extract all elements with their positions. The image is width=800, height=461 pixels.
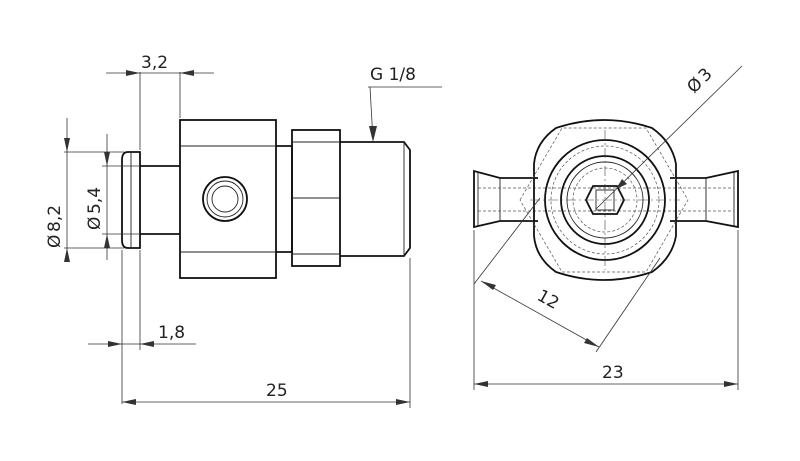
svg-text:8,2: 8,2 — [45, 205, 65, 232]
arrow-5-4-bottom — [104, 234, 110, 248]
dim-23-label: 23 — [602, 363, 624, 383]
arrow-3-2-right — [180, 70, 194, 76]
hidden-hex — [519, 127, 689, 273]
side-port-outer — [202, 176, 248, 222]
svg-text:Ø: Ø — [85, 217, 105, 230]
arrow-1-8-right — [140, 341, 154, 347]
arrow-25-left — [122, 399, 136, 405]
ext-line-12-bottom — [595, 257, 661, 353]
arrow-23-right — [724, 381, 738, 387]
right-hose-barb — [670, 169, 739, 229]
dim-12-label: 12 — [534, 286, 563, 314]
svg-text:5,4: 5,4 — [85, 187, 105, 214]
side-port-ring — [206, 180, 244, 218]
dim-3-2-label: 3,2 — [141, 53, 168, 73]
g18-arrow — [369, 126, 377, 142]
left-flange — [121, 151, 141, 249]
arrow-3-2-left — [126, 70, 140, 76]
dim-8-2-label: Ø 8,2 — [45, 205, 65, 248]
hex-step — [276, 145, 293, 253]
arrow-12-start — [481, 281, 496, 290]
arrow-1-8-left — [108, 341, 122, 347]
arrow-8-2-bottom — [64, 248, 70, 262]
dim-1-8-label: 1,8 — [158, 323, 185, 343]
svg-text:12: 12 — [534, 286, 563, 314]
arrow-25-right — [396, 399, 410, 405]
front-body — [533, 119, 677, 281]
arrow-8-2-top — [64, 138, 70, 152]
dim-25-label: 25 — [266, 381, 288, 401]
ext-line-12-top — [473, 197, 541, 285]
arrow-23-left — [474, 381, 488, 387]
threaded-shank — [340, 141, 411, 257]
side-view: 3,2 G 1/8 Ø 8,2 Ø 5,4 1,8 — [45, 53, 442, 408]
dim-g18-label: G 1/8 — [370, 65, 416, 85]
dim-line-12 — [480, 280, 600, 348]
left-hose-barb — [473, 169, 538, 229]
svg-text:Ø: Ø — [45, 235, 65, 248]
arrow-12-end — [584, 338, 599, 347]
side-port-inner — [211, 185, 239, 213]
main-body — [179, 119, 277, 279]
dim-3-arrow — [616, 179, 627, 189]
front-view: Ø 3 12 23 — [473, 64, 743, 390]
dim-3-label: Ø 3 — [683, 64, 716, 97]
dim-5-4-label: Ø 5,4 — [85, 187, 105, 230]
arrow-5-4-top — [104, 152, 110, 166]
